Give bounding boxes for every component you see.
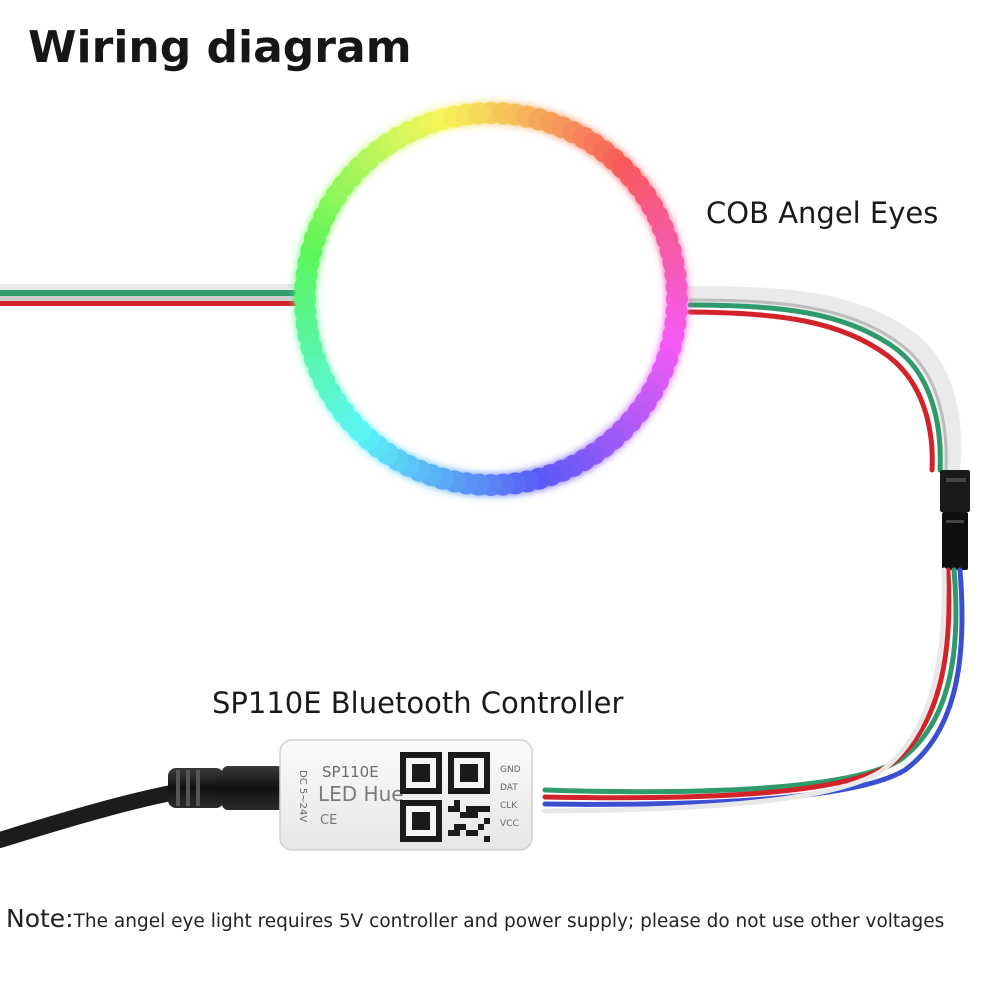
output-wire-bundle bbox=[680, 286, 962, 480]
note-line: Note:The angel eye light requires 5V con… bbox=[6, 904, 996, 933]
controller-label: SP110E Bluetooth Controller bbox=[212, 686, 624, 720]
controller-pin-label: VCC bbox=[500, 819, 519, 829]
led-bead bbox=[467, 102, 490, 125]
input-wire-bundle bbox=[0, 284, 300, 306]
ring-label: COB Angel Eyes bbox=[706, 196, 939, 230]
controller-wire-bundle bbox=[542, 567, 965, 814]
controller-pin-labels: GND DAT CLK VCC bbox=[500, 765, 521, 829]
controller-voltage-text: DC 5~24V bbox=[297, 770, 308, 822]
qr-code-icon bbox=[400, 752, 490, 842]
jst-connector bbox=[940, 470, 970, 570]
note-text: The angel eye light requires 5V controll… bbox=[73, 911, 945, 932]
controller-pin-label: DAT bbox=[500, 783, 518, 793]
sp110e-controller: DC 5~24V SP110E LED Hue CE GND DAT CLK VCC bbox=[279, 739, 533, 851]
diagram-title: Wiring diagram bbox=[28, 22, 412, 73]
controller-model-text: SP110E bbox=[322, 763, 379, 781]
power-cable bbox=[0, 766, 284, 848]
controller-pin-label: CLK bbox=[500, 801, 518, 811]
controller-pin-label: GND bbox=[500, 765, 521, 775]
controller-brand-text: LED Hue bbox=[318, 782, 404, 806]
controller-ce-mark: CE bbox=[320, 813, 337, 828]
note-lead: Note: bbox=[6, 904, 74, 933]
cob-angel-eye-ring bbox=[294, 102, 688, 496]
